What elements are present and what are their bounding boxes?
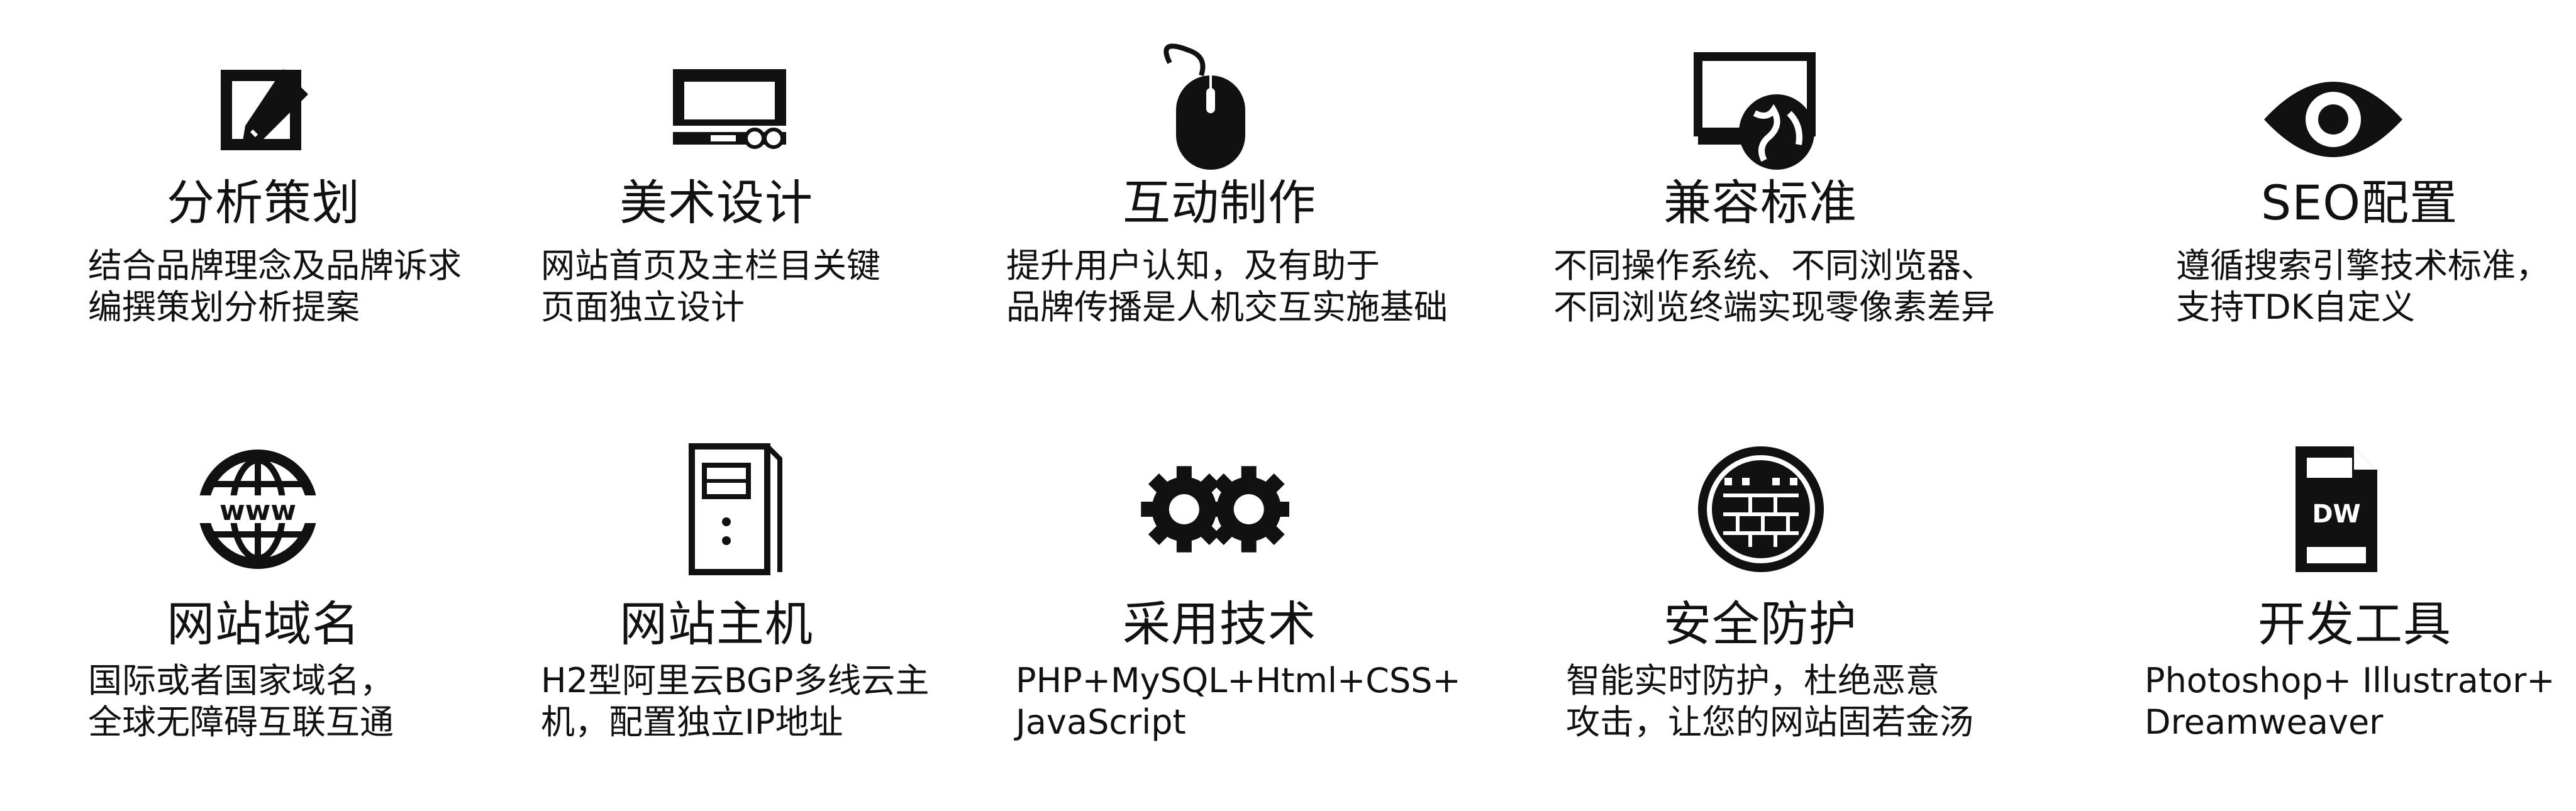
server-icon [648,440,799,578]
feature-hosting: 网站主机 H2型阿里云BGP多线云主 机，配置独立IP地址 [541,434,981,811]
dw-file-icon: DW [2258,440,2409,578]
www-icon: www [182,440,333,578]
feature-compatibility: 兼容标准 不同操作系统、不同浏览器、 不同浏览终端实现零像素差异 [1553,38,1995,415]
feature-title: 互动制作 [1123,175,1316,231]
feature-seo: SEO配置 遵循搜索引擎技术标准， 支持TDK自定义 [2094,38,2550,415]
feature-title: SEO配置 [2261,175,2458,231]
feature-description: 智能实时防护，杜绝恶意 攻击，让您的网站固若金汤 [1566,661,1974,742]
feature-title: 开发工具 [2258,596,2451,652]
firewall-icon [1685,440,1836,578]
features-grid: 分析策划 结合品牌理念及品牌诉求 编撰策划分析提案 美术设计 网站首页及主栏目关… [82,38,2555,742]
feature-description: PHP+MySQL+Html+CSS+ JavaScript [1016,661,1461,742]
feature-dev-tools: DW 开发工具 Photoshop+ Illustrator+ Dreamwea… [2094,434,2555,811]
feature-description: 结合品牌理念及品牌诉求 编撰策划分析提案 [88,246,462,327]
feature-title: 采用技术 [1123,596,1316,652]
svg-text:DW: DW [2312,500,2360,529]
feature-description: 网站首页及主栏目关键 页面独立设计 [541,246,880,327]
eye-icon [2258,50,2409,189]
design-icon [648,50,799,189]
feature-title: 网站主机 [619,596,813,652]
feature-title: 分析策划 [167,175,360,231]
feature-title: 美术设计 [619,175,813,231]
feature-description: 提升用户认知，及有助于 品牌传播是人机交互实施基础 [1006,246,1448,327]
feature-description: 国际或者国家域名， 全球无障碍互联互通 [88,661,394,742]
globe-screen-icon [1679,44,1830,182]
gears-icon [1138,440,1289,578]
feature-description: H2型阿里云BGP多线云主 机，配置独立IP地址 [541,661,930,742]
svg-text:www: www [219,495,296,527]
feature-title: 兼容标准 [1663,175,1857,231]
feature-technology: 采用技术 PHP+MySQL+Html+CSS+ JavaScript [1006,434,1461,811]
feature-interactive-production: 互动制作 提升用户认知，及有助于 品牌传播是人机交互实施基础 [1006,38,1448,415]
feature-description: 遵循搜索引擎技术标准， 支持TDK自定义 [2176,246,2550,327]
feature-security: 安全防护 智能实时防护，杜绝恶意 攻击，让您的网站固若金汤 [1553,434,1994,811]
feature-art-design: 美术设计 网站首页及主栏目关键 页面独立设计 [541,38,981,415]
mouse-icon [1132,38,1283,176]
feature-title: 安全防护 [1663,596,1857,652]
feature-domain: www 网站域名 国际或者国家域名， 全球无障碍互联互通 [82,434,522,811]
edit-icon [189,50,340,189]
feature-title: 网站域名 [167,596,360,652]
feature-description: 不同操作系统、不同浏览器、 不同浏览终端实现零像素差异 [1553,246,1995,327]
feature-description: Photoshop+ Illustrator+ Dreamweaver [2145,661,2555,742]
feature-analysis-planning: 分析策划 结合品牌理念及品牌诉求 编撰策划分析提案 [82,38,522,415]
